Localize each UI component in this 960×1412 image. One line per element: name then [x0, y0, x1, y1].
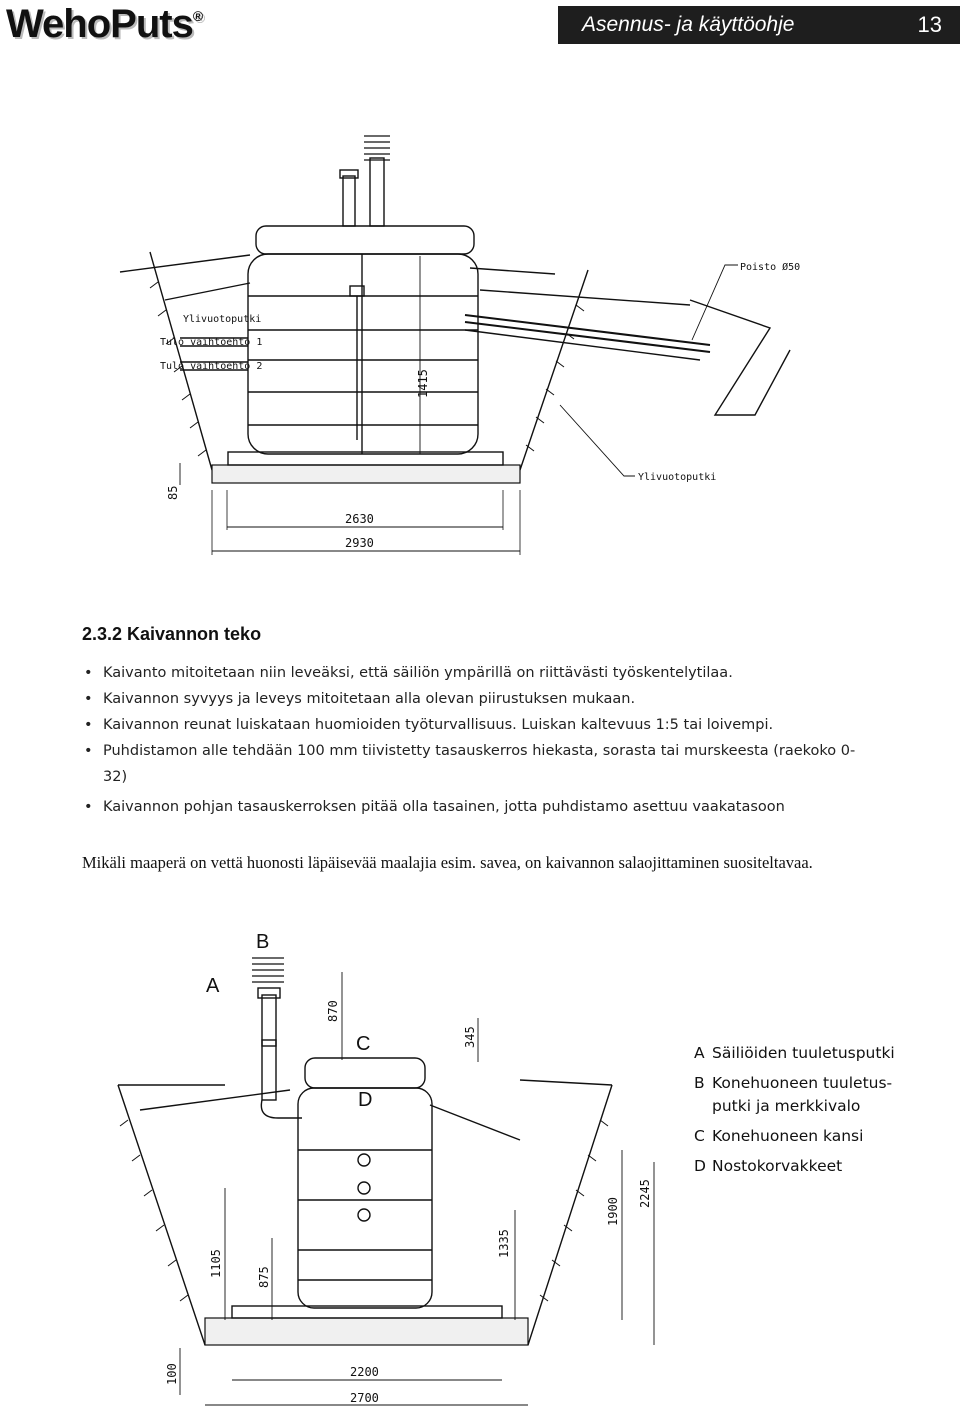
installation-drawing-bottom: B A C D 870 345 1105 875 1335 1900 2245 … — [117, 931, 655, 1406]
brand-logo: WehoPuts® — [6, 2, 203, 46]
label-tulo-1: Tulo vaihtoehto 1 — [160, 337, 262, 348]
section-title: 2.3.2 Kaivannon teko — [82, 624, 262, 644]
list-item: Puhdistamon alle tehdään 100 mm tiiviste… — [82, 738, 872, 790]
label-poisto: Poisto Ø50 — [740, 261, 800, 273]
dim-1415: 1415 — [416, 369, 430, 398]
dim-870: 870 — [326, 1000, 340, 1022]
header-bar: Asennus- ja käyttöohje 13 — [558, 6, 960, 44]
dim-85: 85 — [166, 486, 180, 500]
page-header: WehoPuts® Asennus- ja käyttöohje 13 — [0, 0, 960, 48]
list-item: Kaivanto mitoitetaan niin leveäksi, että… — [82, 660, 872, 686]
letter-a: A — [206, 975, 220, 997]
dim-1900: 1900 — [606, 1197, 620, 1226]
dim-2630: 2630 — [345, 512, 374, 526]
dim-345: 345 — [463, 1026, 477, 1048]
letter-d: D — [358, 1089, 372, 1111]
installation-drawing-top: Poisto Ø50 Ylivuotoputki Tulo vaihtoehto… — [119, 135, 800, 555]
tank-body — [247, 253, 479, 455]
label-ylivuotoputki-left: Ylivuotoputki — [183, 314, 261, 325]
dim-2245: 2245 — [638, 1179, 652, 1208]
list-item: Kaivannon reunat luiskataan huomioiden t… — [82, 712, 872, 738]
dim-2200: 2200 — [350, 1365, 379, 1379]
tank-lid — [255, 225, 475, 255]
list-item: Kaivannon syvyys ja leveys mitoitetaan a… — [82, 686, 872, 712]
letter-b: B — [256, 931, 269, 953]
page-number: 13 — [917, 12, 942, 37]
dim-875: 875 — [257, 1266, 271, 1288]
document-title: Asennus- ja käyttöohje — [582, 13, 795, 36]
dim-1105: 1105 — [209, 1249, 223, 1278]
dim-2930: 2930 — [345, 536, 374, 550]
excavation-left-slope — [149, 251, 213, 471]
label-tulo-2: Tulo vaihtoehto 2 — [160, 361, 262, 372]
drainage-note: Mikäli maaperä on vettä huonosti läpäise… — [82, 853, 813, 872]
dim-2700: 2700 — [350, 1391, 379, 1405]
label-ylivuotoputki-right: Ylivuotoputki — [638, 472, 716, 483]
excavation-right-slope — [519, 269, 589, 471]
dim-100: 100 — [165, 1363, 179, 1385]
dim-1335: 1335 — [497, 1229, 511, 1258]
instruction-list: Kaivanto mitoitetaan niin leveäksi, että… — [82, 660, 872, 820]
list-item: Kaivannon pohjan tasauskerroksen pitää o… — [82, 794, 872, 820]
letter-c: C — [356, 1033, 370, 1055]
gravel-bed — [211, 464, 521, 484]
